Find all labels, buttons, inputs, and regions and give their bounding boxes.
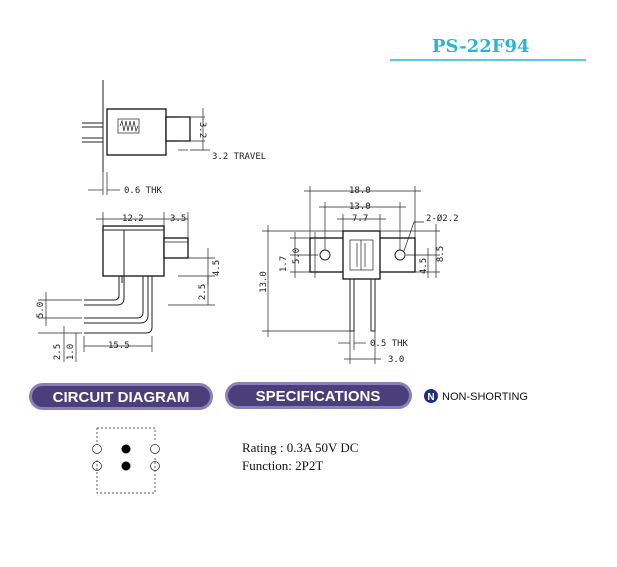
specifications-label: SPECIFICATIONS bbox=[256, 388, 381, 405]
circuit-diagram-label: CIRCUIT DIAGRAM bbox=[53, 389, 190, 406]
n-circle-icon bbox=[424, 389, 438, 403]
specifications-pill: SPECIFICATIONS bbox=[225, 382, 412, 409]
circuit-diagram-pill: CIRCUIT DIAGRAM bbox=[29, 383, 213, 410]
top-travel-label: 3.2 TRAVEL bbox=[212, 152, 266, 162]
side-body-bottom-label: 2.5 bbox=[198, 284, 208, 300]
side-width-label: 12.2 bbox=[122, 214, 144, 224]
side-actuator-label: 3.5 bbox=[170, 214, 186, 224]
front-holes-label: 2-Ø2.2 bbox=[426, 213, 459, 224]
top-thk-label: 0.6 THK bbox=[124, 186, 163, 196]
spec-rating: Rating : 0.3A 50V DC bbox=[242, 440, 358, 455]
side-lower-b-label: 1.0 bbox=[66, 344, 76, 360]
terminal-open-icon bbox=[92, 461, 102, 471]
spec-function: Function: 2P2T bbox=[242, 458, 323, 473]
non-shorting-label: NON-SHORTING bbox=[442, 391, 528, 403]
front-inner-label: 7.7 bbox=[352, 214, 368, 224]
side-pin-offset-label: 4.5 bbox=[212, 260, 222, 276]
front-right-b-label: 8.5 bbox=[436, 246, 446, 262]
terminal-common-icon bbox=[121, 461, 131, 471]
model-title: PS-22F94 bbox=[432, 36, 530, 57]
terminal-open-icon bbox=[150, 444, 160, 454]
top-height-label: 3.2 bbox=[197, 122, 207, 138]
front-pin-span-label: 3.0 bbox=[388, 355, 404, 365]
front-left-a-label: 1.7 bbox=[279, 256, 289, 272]
side-pitch-label: 5.0 bbox=[36, 302, 46, 318]
terminal-open-icon bbox=[150, 461, 160, 471]
circuit-schematic bbox=[92, 427, 160, 494]
n-badge-letter: N bbox=[427, 392, 434, 403]
terminal-open-icon bbox=[92, 444, 102, 454]
side-view bbox=[38, 212, 215, 362]
front-right-a-label: 4.5 bbox=[419, 258, 429, 274]
side-lower-a-label: 2.5 bbox=[53, 344, 63, 360]
top-view bbox=[82, 80, 210, 195]
front-view bbox=[262, 186, 440, 364]
side-length-label: 15.5 bbox=[108, 341, 130, 351]
terminal-common-icon bbox=[121, 444, 131, 454]
non-shorting-badge: N NON-SHORTING bbox=[424, 389, 528, 403]
front-height-label: 13.0 bbox=[259, 271, 269, 293]
front-mount-label: 13.0 bbox=[349, 202, 371, 212]
front-pin-thk-label: 0.5 THK bbox=[370, 339, 409, 349]
front-left-b-label: 5.0 bbox=[292, 248, 302, 264]
front-overall-label: 18.0 bbox=[349, 186, 371, 196]
